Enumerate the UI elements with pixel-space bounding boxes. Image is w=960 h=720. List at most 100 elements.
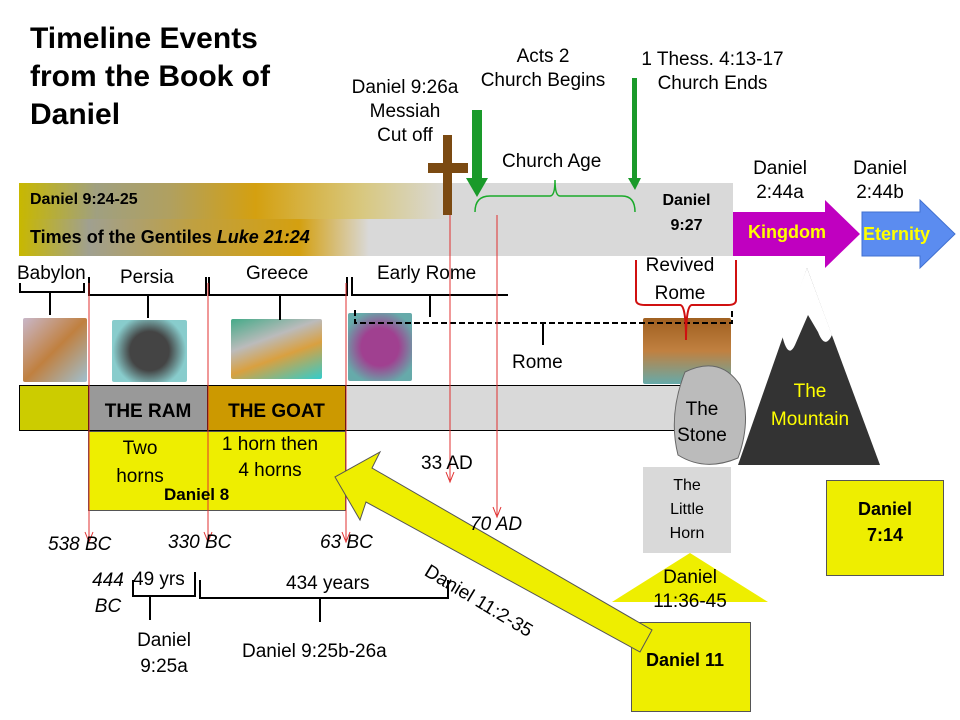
label-line: 2:44b xyxy=(856,182,904,203)
title-line: from the Book of xyxy=(30,60,270,93)
daniel-714-label: Daniel 7:14 xyxy=(826,496,944,548)
label-line: Mountain xyxy=(770,409,850,430)
d927-line: 9:27 xyxy=(670,217,703,234)
mountain-label: The Mountain xyxy=(755,378,865,434)
label-line: Church Begins xyxy=(480,70,606,91)
date-444bc: 444 BC xyxy=(88,568,128,620)
date-arrowheads xyxy=(84,471,502,544)
49-years-label: 49 yrs xyxy=(133,569,185,590)
mountain-snowcap xyxy=(782,268,832,351)
label-line: Acts 2 xyxy=(516,46,570,67)
daniel-8-scroll xyxy=(88,431,346,511)
babylon-segment xyxy=(19,385,89,431)
date-330bc: 330 BC xyxy=(168,532,232,553)
title-line: Daniel xyxy=(30,98,121,131)
label-line: Daniel xyxy=(137,630,191,651)
434-years-label: 434 years xyxy=(286,573,370,594)
daniel-714-scroll xyxy=(826,480,944,576)
label-line: Daniel xyxy=(753,158,807,179)
date-538bc: 538 BC xyxy=(48,534,112,555)
daniel-924-label: Daniel 9:24-25 xyxy=(30,191,138,208)
stone-shape xyxy=(673,365,747,465)
bear-beast-image xyxy=(112,320,187,382)
label-line: Church Ends xyxy=(657,73,768,94)
ram-segment: THE RAM xyxy=(88,385,208,431)
label-line: Messiah xyxy=(369,101,441,122)
label-line: Revived xyxy=(645,255,715,276)
label-line: 2:44a xyxy=(756,182,804,203)
gentiles-label: Times of the Gentiles Luke 21:24 xyxy=(30,227,310,248)
label-line: The xyxy=(673,477,701,494)
little-horn-box xyxy=(643,467,731,553)
daniel-244a-label: Daniel 2:44a xyxy=(735,157,825,205)
date-33ad: 33 AD xyxy=(421,453,473,474)
luke-ref: Luke 21:24 xyxy=(216,227,310,247)
slide-title: Timeline Events from the Book of Daniel xyxy=(30,20,270,134)
church-ends-label: 1 Thess. 4:13-17 Church Ends xyxy=(625,48,800,96)
d927-line: Daniel xyxy=(662,192,711,209)
revived-rome-brace xyxy=(635,260,737,341)
little-horn-label: The Little Horn xyxy=(643,474,731,546)
arrowhead xyxy=(628,178,641,190)
one-horn-label: 1 horn then 4 horns xyxy=(205,432,335,484)
title-line: Timeline Events xyxy=(30,22,258,55)
label-line: Rome xyxy=(654,283,706,304)
label-line: 7:14 xyxy=(866,525,904,545)
mountain-shape xyxy=(738,268,880,465)
label-line: Cut off xyxy=(377,125,433,146)
label-line: Daniel xyxy=(857,499,913,519)
eternity-label: Eternity xyxy=(863,224,931,244)
daniel-11-label: Daniel 11 xyxy=(646,650,725,670)
two-horns-label: Two horns xyxy=(100,435,180,491)
church-ends-arrow xyxy=(632,78,637,180)
daniel-11-scroll xyxy=(631,622,751,712)
label-line: The xyxy=(685,399,719,420)
label-line: Horn xyxy=(669,525,705,542)
label-line: The xyxy=(793,381,827,402)
label-line: 11:36-45 xyxy=(653,591,727,612)
date-lines xyxy=(88,215,498,540)
label-line: BC xyxy=(94,596,122,617)
rome-label: Rome xyxy=(512,352,563,373)
label-line: 1 horn then xyxy=(221,434,319,455)
church-begins-label: Acts 2 Church Begins xyxy=(468,45,618,93)
messiah-cut-off-label: Daniel 9:26a Messiah Cut off xyxy=(335,76,475,148)
label-line: Daniel xyxy=(853,158,907,179)
gentiles-text: Times of the Gentiles xyxy=(30,227,217,247)
greece-label: Greece xyxy=(246,263,309,284)
label-line: horns xyxy=(116,466,164,487)
little-horn-triangle xyxy=(612,553,768,602)
revived-rome-label: Revived Rome xyxy=(636,252,724,308)
kingdom-arrow xyxy=(733,200,860,268)
church-age-brace xyxy=(474,179,636,213)
daniel-244b-label: Daniel 2:44b xyxy=(835,157,925,205)
kingdom-label: Kingdom xyxy=(748,222,826,242)
daniel-8-label: Daniel 8 xyxy=(164,485,230,504)
label-line: Little xyxy=(670,501,704,518)
daniel-1136-label: Daniel 11:36-45 xyxy=(640,566,740,614)
year-braces xyxy=(132,572,449,622)
persia-label: Persia xyxy=(120,267,174,288)
church-begins-arrow xyxy=(472,110,482,180)
goat-segment: THE GOAT xyxy=(207,385,346,431)
label-line: 444 xyxy=(92,570,124,591)
rome-dashed-brace xyxy=(354,308,733,324)
label-line: Stone xyxy=(677,425,727,446)
label-line: 4 horns xyxy=(238,460,302,481)
early-rome-label: Early Rome xyxy=(377,263,477,284)
band-gradient-bottom xyxy=(19,219,369,256)
fourth-beast-image xyxy=(348,313,412,381)
daniel-11-arrow xyxy=(334,450,653,653)
label-line: Daniel xyxy=(663,567,717,588)
label-line: 9:25a xyxy=(140,656,188,677)
church-age-label: Church Age xyxy=(502,151,602,172)
babylon-label: Babylon xyxy=(17,263,86,284)
stone-label: The Stone xyxy=(672,397,732,449)
label-line: Daniel 9:26a xyxy=(351,77,459,98)
daniel-927-box: Daniel 9:27 xyxy=(640,183,733,256)
leopard-beast-image xyxy=(231,319,322,379)
lion-beast-image xyxy=(23,318,87,382)
cross-icon xyxy=(443,135,452,215)
